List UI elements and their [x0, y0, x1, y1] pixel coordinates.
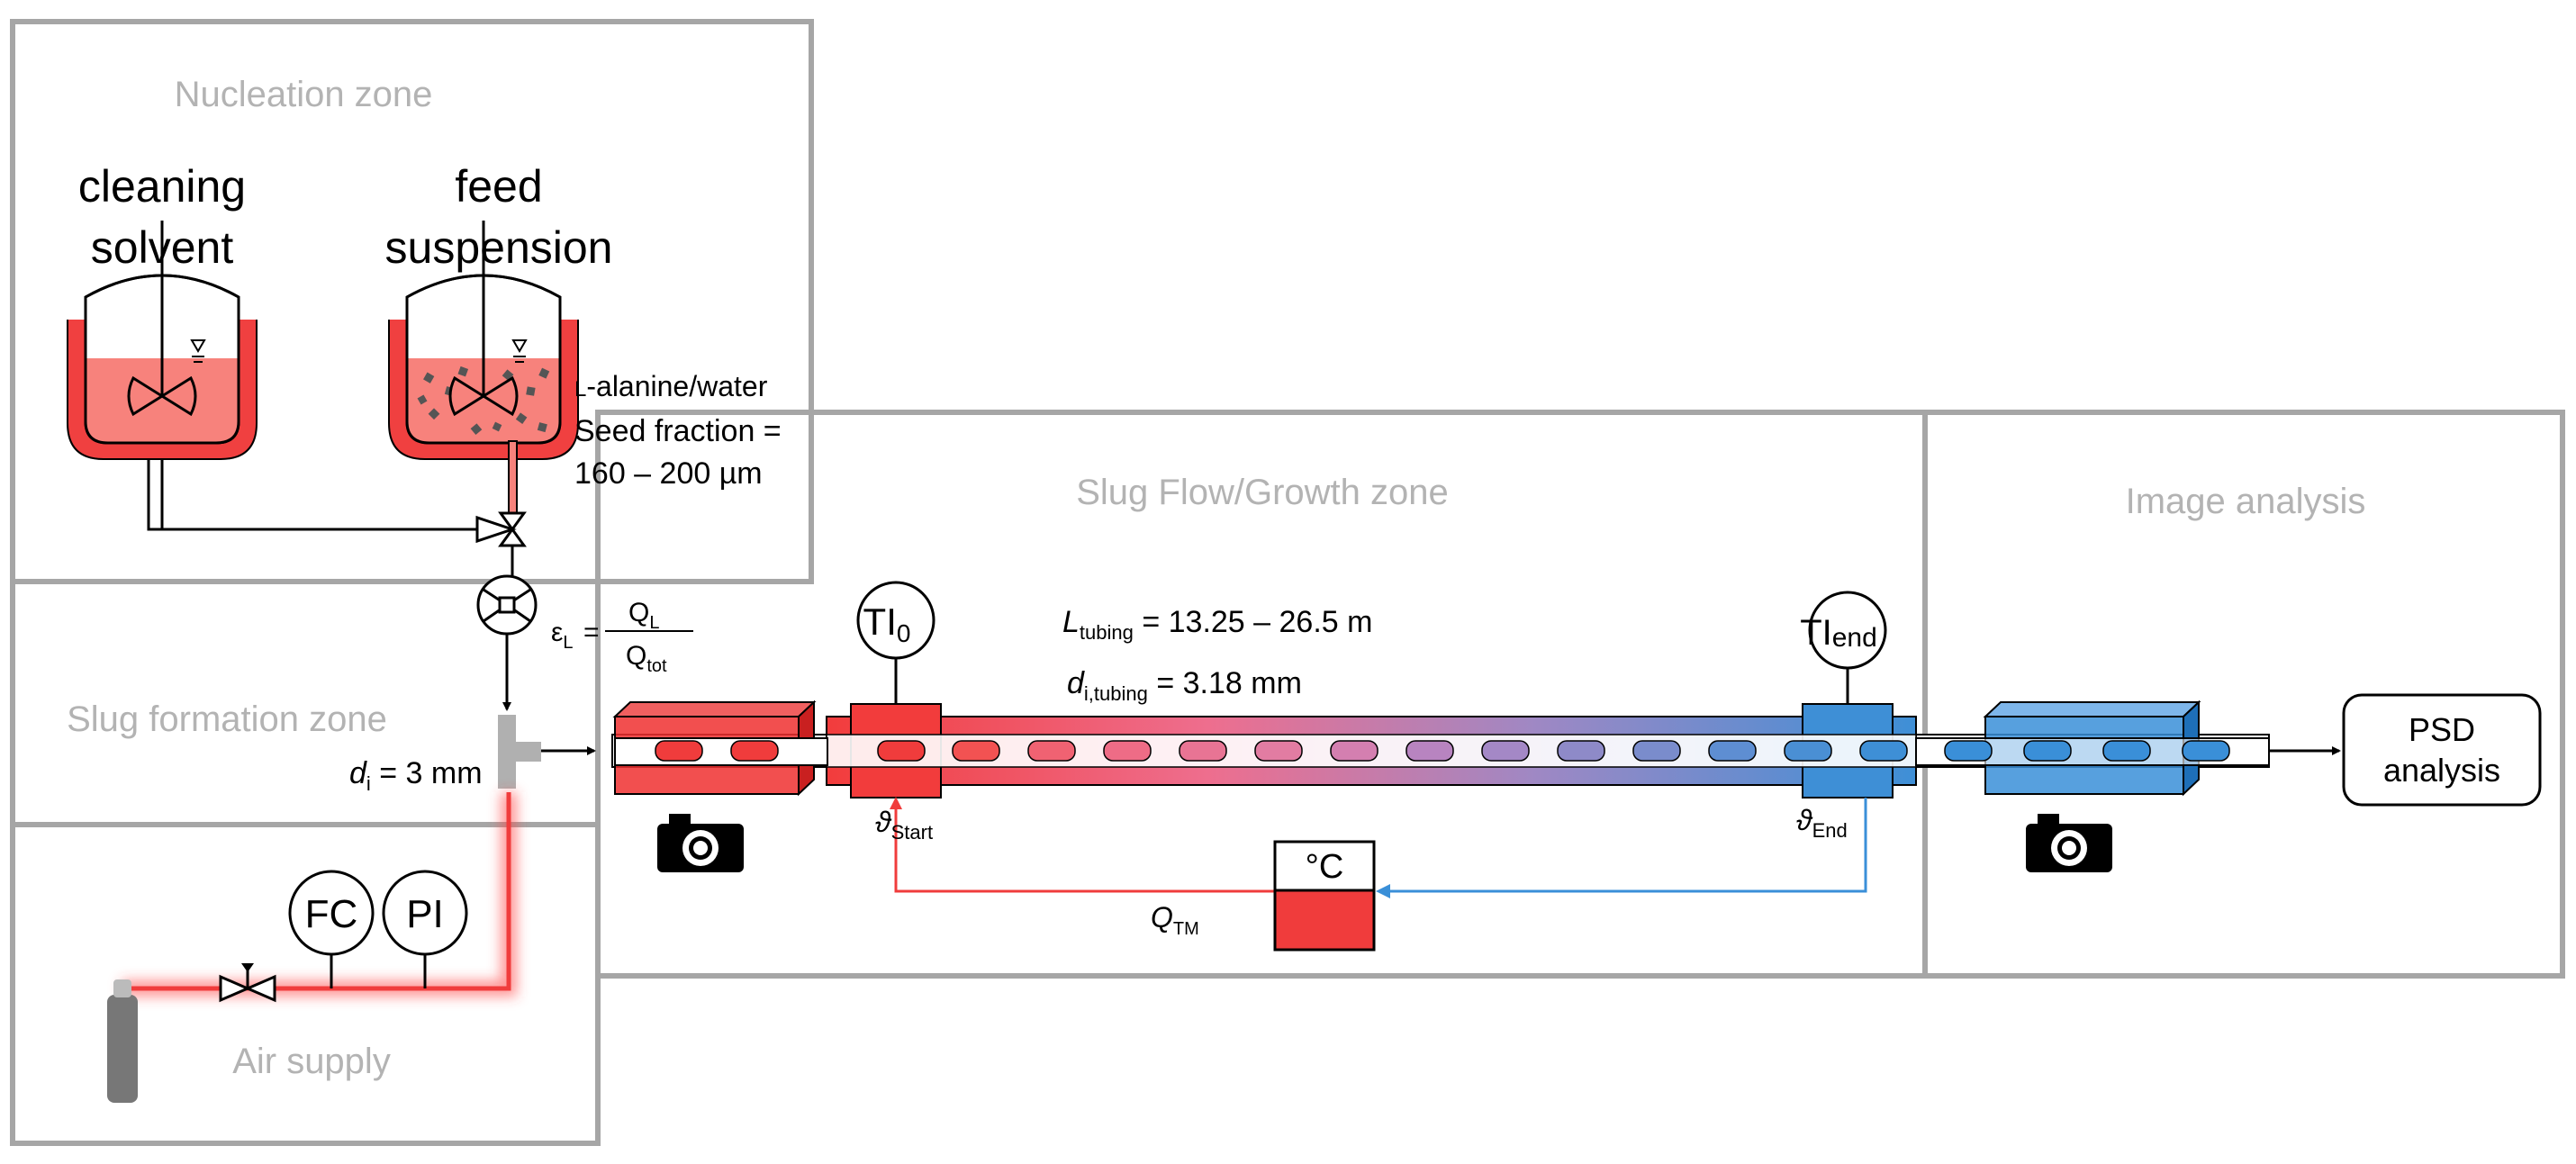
- svg-text:QL: QL: [628, 598, 659, 633]
- cleaning-solvent-vessel: [67, 221, 258, 529]
- svg-text:analysis: analysis: [2383, 752, 2500, 789]
- feed-outlet-pipe: [508, 440, 518, 514]
- theta-end-label: ϑEnd: [1796, 804, 1848, 842]
- pump-icon: [476, 574, 538, 636]
- tubing-length-label: Ltubing = 13.25 – 26.5 m: [1062, 605, 1372, 644]
- cleaning-line: [147, 459, 477, 531]
- svg-text:°C: °C: [1306, 848, 1344, 886]
- theta-start-label: ϑStart: [875, 806, 933, 844]
- cleaning-label-1: cleaning: [78, 161, 246, 212]
- seed-crystals: [417, 365, 550, 436]
- slug-formation-zone-title: Slug formation zone: [67, 699, 387, 739]
- svg-text:Qtot: Qtot: [626, 641, 667, 676]
- image-analysis-zone-title: Image analysis: [2126, 482, 2366, 521]
- temp-indicator-tiend: TIend: [1800, 591, 1887, 670]
- feed-suspension-vessel: [388, 221, 579, 460]
- tm-return-line: [1376, 798, 1867, 898]
- pressure-indicator-pi: PI: [382, 870, 468, 956]
- image-analysis-zone-box: [1922, 410, 2565, 979]
- liquid-fraction-formula: εL = QL Qtot: [551, 598, 693, 676]
- nucleation-zone-title: Nucleation zone: [175, 75, 433, 114]
- alanine-water-label: L-alanine/water: [574, 370, 768, 402]
- svg-text:TIend: TIend: [1800, 613, 1877, 653]
- thermostat-unit: °C: [1273, 840, 1376, 952]
- seed-fraction-range: 160 – 200 µm: [574, 456, 763, 491]
- air-supply-zone-box: [10, 822, 601, 1146]
- svg-text:FC: FC: [305, 892, 358, 936]
- tubing-diameter-label: di,tubing = 3.18 mm: [1067, 666, 1302, 705]
- temp-indicator-ti0: TI0: [856, 581, 935, 660]
- svg-text:PI: PI: [406, 892, 444, 936]
- camera-icon-2: [2026, 814, 2112, 872]
- camera-icon-1: [657, 814, 744, 872]
- tee-diameter-label: di = 3 mm: [349, 756, 483, 795]
- three-way-valve: [475, 511, 527, 547]
- camera-cell-1: [612, 699, 828, 797]
- feed-label-1: feed: [455, 161, 542, 212]
- feed-label-2: suspension: [385, 222, 613, 273]
- tm-supply-line: [890, 797, 1275, 893]
- liquid-slugs: [655, 740, 2230, 762]
- svg-text:PSD: PSD: [2409, 711, 2475, 748]
- svg-text:εL: εL: [551, 618, 574, 653]
- svg-text:=: =: [583, 618, 600, 647]
- svg-text:TI0: TI0: [863, 600, 911, 647]
- growth-zone-title: Slug Flow/Growth zone: [1076, 473, 1449, 512]
- seed-fraction-label: Seed fraction =: [574, 414, 782, 448]
- tee-junction: [498, 715, 541, 789]
- air-valve-icon: [219, 963, 276, 1003]
- tm-flow-label: QTM: [1151, 901, 1199, 939]
- air-supply-zone-title: Air supply: [232, 1042, 391, 1081]
- psd-analysis-box: PSD analysis: [2342, 693, 2542, 807]
- flow-controller-fc: FC: [288, 870, 375, 956]
- gas-cylinder-icon: [107, 979, 138, 1103]
